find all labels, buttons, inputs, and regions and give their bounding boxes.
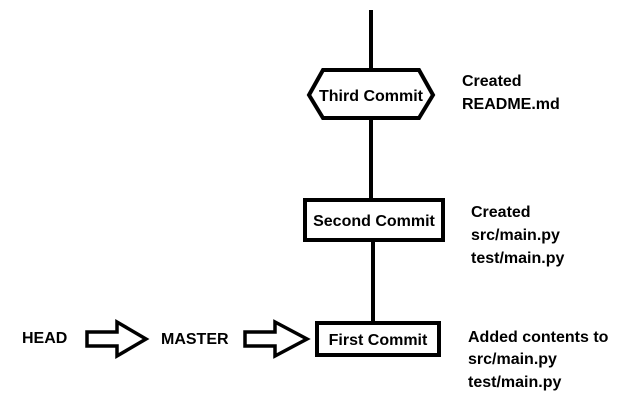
first-commit-shape [315,321,441,357]
second-commit-node: Second Commit [303,198,445,242]
note-line: test/main.py [471,250,564,267]
head-to-master-arrow [85,318,150,360]
second-commit-label: Second Commit [313,213,435,230]
third-commit-note: Created README.md [462,73,560,113]
third-commit-node: Third Commit [306,68,436,120]
master-to-first-commit-arrow [243,319,311,359]
note-line: src/main.py [468,351,557,368]
first-commit-node: First Commit [315,321,441,357]
third-commit-shape [306,68,436,120]
note-line: Added contents to [468,329,609,346]
note-line: test/main.py [468,374,561,391]
note-line: Created [471,204,531,221]
second-commit-shape [303,198,445,242]
master-branch-label: MASTER [161,331,229,348]
second-commit-note: Created src/main.py test/main.py [471,204,564,267]
head-pointer-label: HEAD [22,330,67,347]
note-line: README.md [462,96,560,113]
third-commit-label: Third Commit [319,88,424,105]
first-commit-label: First Commit [329,332,428,349]
first-commit-note: Added contents to src/main.py test/main.… [468,329,609,391]
note-line: src/main.py [471,227,560,244]
note-line: Created [462,73,522,90]
